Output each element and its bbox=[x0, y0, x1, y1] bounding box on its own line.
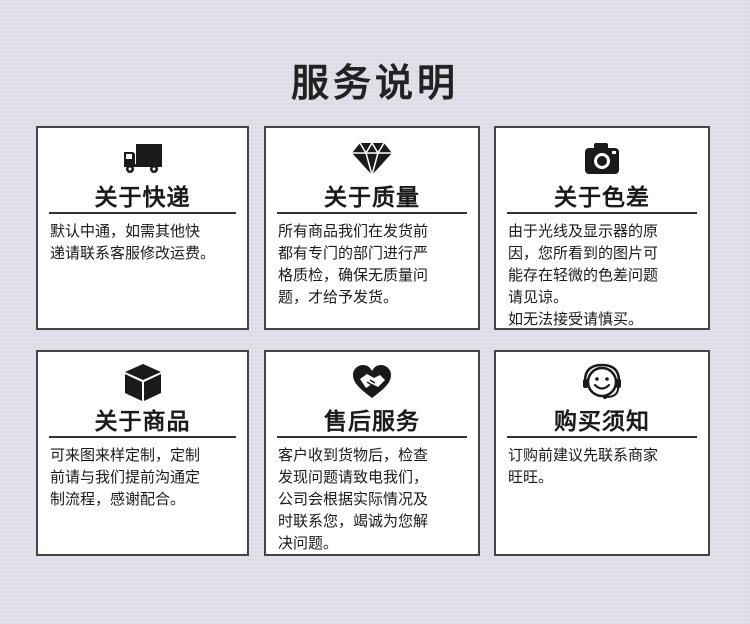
card-text-line: 能存在轻微的色差问题 bbox=[508, 266, 659, 284]
card-heading: 购买须知 bbox=[554, 409, 650, 435]
card-text-line: 客户收到货物后，检查 bbox=[278, 446, 429, 464]
card-color-difference: 关于色差 由于光线及显示器的原 因，您所看到的图片可 能存在轻微的色差问题 请见… bbox=[494, 126, 710, 330]
headset-smile-icon bbox=[580, 362, 624, 402]
card-heading: 售后服务 bbox=[324, 409, 420, 435]
card-text-line: 订购前建议先联系商家 bbox=[508, 446, 659, 464]
card-body: 客户收到货物后，检查 发现问题请致电我们， 公司会根据实际情况及 时联系您，竭诚… bbox=[278, 444, 470, 554]
divider bbox=[49, 212, 236, 214]
card-text-line: 都有专门的部门进行严 bbox=[278, 244, 429, 262]
camera-icon bbox=[580, 138, 624, 178]
card-text-line: 制流程，感谢配合。 bbox=[50, 490, 186, 508]
card-text-line: 所有商品我们在发货前 bbox=[278, 222, 429, 240]
divider bbox=[49, 436, 236, 438]
divider bbox=[277, 436, 467, 438]
card-after-sales: 售后服务 客户收到货物后，检查 发现问题请致电我们， 公司会根据实际情况及 时联… bbox=[264, 350, 480, 556]
card-text-line: 题，才给予发货。 bbox=[278, 288, 399, 306]
card-text-line: 发现问题请致电我们， bbox=[278, 468, 429, 486]
card-text-line: 由于光线及显示器的原 bbox=[508, 222, 659, 240]
heart-handshake-icon bbox=[350, 362, 394, 402]
card-body: 订购前建议先联系商家 旺旺。 bbox=[508, 444, 700, 488]
card-text-line: 如无法接受请慎买。 bbox=[508, 310, 644, 328]
card-text-line: 格质检，确保无质量问 bbox=[278, 266, 429, 284]
card-heading: 关于商品 bbox=[94, 409, 191, 435]
card-purchase-notice: 购买须知 订购前建议先联系商家 旺旺。 bbox=[494, 350, 710, 556]
card-text-line: 请见谅。 bbox=[508, 288, 569, 306]
card-text-line: 公司会根据实际情况及 bbox=[278, 490, 429, 508]
card-body: 默认中通，如需其他快 递请联系客服修改运费。 bbox=[50, 220, 239, 264]
card-text-line: 因，您所看到的图片可 bbox=[508, 244, 659, 262]
card-product: 关于商品 可来图来样定制，定制 前请与我们提前沟通定 制流程，感谢配合。 bbox=[36, 350, 249, 556]
card-text-line: 可来图来样定制，定制 bbox=[50, 446, 201, 464]
divider bbox=[277, 212, 467, 214]
card-quality: 关于质量 所有商品我们在发货前 都有专门的部门进行严 格质检，确保无质量问 题，… bbox=[264, 126, 480, 330]
box-icon bbox=[121, 362, 165, 402]
card-text-line: 决问题。 bbox=[278, 534, 339, 552]
card-text-line: 旺旺。 bbox=[508, 468, 554, 486]
card-text-line: 前请与我们提前沟通定 bbox=[50, 468, 201, 486]
card-heading: 关于快递 bbox=[94, 185, 191, 211]
divider bbox=[507, 436, 697, 438]
card-body: 可来图来样定制，定制 前请与我们提前沟通定 制流程，感谢配合。 bbox=[50, 444, 239, 510]
card-heading: 关于色差 bbox=[554, 185, 650, 211]
card-delivery: 关于快递 默认中通，如需其他快 递请联系客服修改运费。 bbox=[36, 126, 249, 330]
divider bbox=[507, 212, 697, 214]
card-body: 所有商品我们在发货前 都有专门的部门进行严 格质检，确保无质量问 题，才给予发货… bbox=[278, 220, 470, 308]
card-body: 由于光线及显示器的原 因，您所看到的图片可 能存在轻微的色差问题 请见谅。 如无… bbox=[508, 220, 700, 330]
card-text-line: 递请联系客服修改运费。 bbox=[50, 244, 216, 262]
truck-icon bbox=[121, 138, 165, 178]
card-text-line: 时联系您，竭诚为您解 bbox=[278, 512, 429, 530]
page-title: 服务说明 bbox=[290, 61, 459, 105]
card-heading: 关于质量 bbox=[324, 185, 420, 211]
diamond-icon bbox=[350, 138, 394, 178]
card-text-line: 默认中通，如需其他快 bbox=[50, 222, 201, 240]
